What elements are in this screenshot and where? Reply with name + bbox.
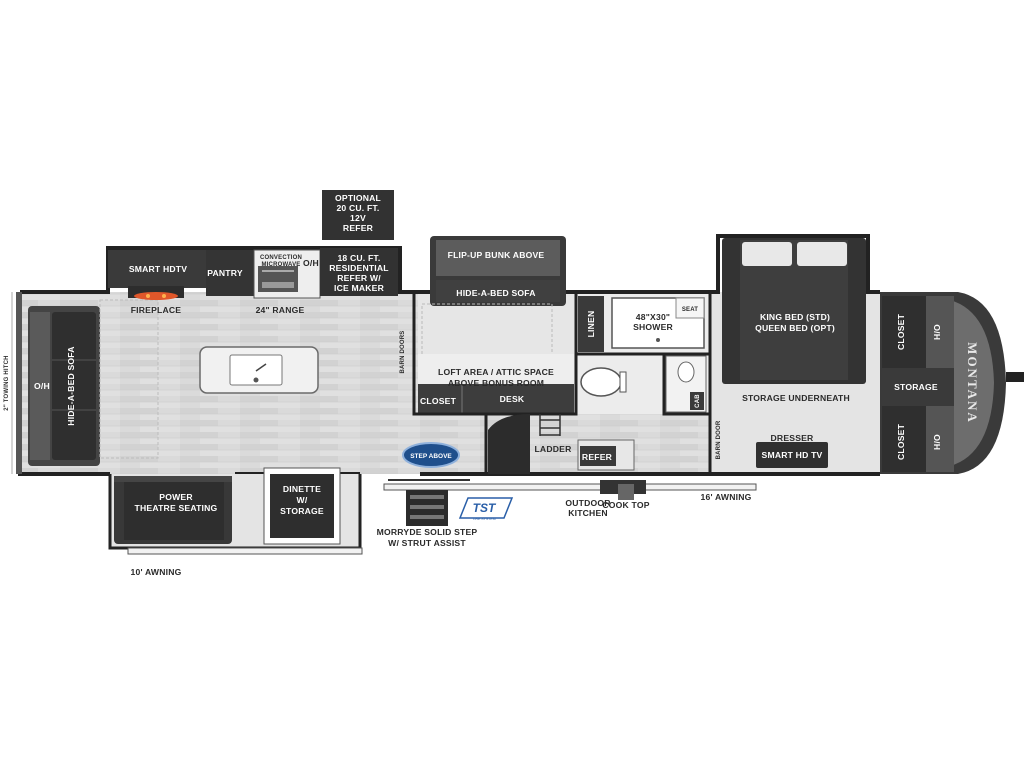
step-above-logo: STEP ABOVE — [402, 442, 460, 468]
shower-size-label: 48"X30" — [636, 312, 670, 322]
bed-opt-label: QUEEN BED (OPT) — [755, 323, 835, 333]
loft-line1: LOFT AREA / ATTIC SPACE — [438, 367, 554, 377]
optional-refer-line1: OPTIONAL — [335, 193, 381, 203]
refer-outdoor-unit — [577, 439, 635, 471]
pantry-label: PANTRY — [207, 268, 243, 278]
convection-label: CONVECTION — [260, 255, 302, 261]
entry-step — [388, 479, 470, 526]
dinette-line2: W/ — [297, 495, 308, 505]
loft-desk — [418, 354, 574, 414]
theatre-slide — [108, 467, 362, 550]
cooktop-label: COOK TOP — [602, 500, 649, 510]
brand-label: MONTANA — [965, 342, 980, 424]
optional-refer-line3: 12V — [350, 213, 366, 223]
tst-logo: TST TIRE SYSTEM — [458, 497, 514, 521]
front-storage — [882, 296, 954, 472]
wheel-well — [488, 414, 530, 474]
toilet — [580, 367, 627, 397]
optional-refer-line4: REFER — [343, 223, 374, 233]
outdoor-kitchen-unit — [600, 480, 646, 500]
theatre-line1: POWER — [159, 492, 193, 502]
bed-std-label: KING BED (STD) — [760, 312, 830, 322]
oh-kitchen-label: O/H — [303, 258, 319, 268]
interior-walls — [412, 292, 712, 474]
storage-front-label: STORAGE — [894, 382, 938, 392]
optional-refer-line2: 20 CU. FT. — [336, 203, 379, 213]
dresser-unit — [756, 442, 828, 468]
awning-16-label: 16' AWNING — [701, 492, 752, 502]
refer-cabinet — [320, 190, 398, 296]
dresser-label: DRESSER — [771, 433, 815, 443]
res-refer-line3: REFER W/ — [337, 273, 381, 283]
res-refer-line4: ICE MAKER — [334, 283, 385, 293]
closet-bottom-label: CLOSET — [896, 423, 906, 460]
range-label: 24" RANGE — [256, 305, 305, 315]
microwave-label: MICROWAVE — [261, 262, 300, 268]
awning-10-label: 10' AWNING — [131, 567, 182, 577]
storage-underneath-label: STORAGE UNDERNEATH — [742, 393, 850, 403]
tv-cabinet — [108, 250, 206, 300]
step-above-text: STEP ABOVE — [410, 453, 452, 460]
hide-a-bed-sofa-front — [28, 306, 100, 466]
bunk-room — [421, 236, 566, 385]
shower — [611, 297, 705, 349]
seat-label: SEAT — [682, 307, 698, 313]
fireplace-label: FIREPLACE — [131, 305, 182, 315]
barn-doors-label: BARN DOORS — [400, 330, 406, 373]
range-area — [253, 249, 321, 299]
linen-closet — [578, 296, 604, 352]
awning-10-line — [127, 547, 363, 555]
vanity — [665, 355, 707, 413]
tst-logo-text: TST — [473, 501, 497, 515]
shower-label: SHOWER — [633, 322, 673, 332]
outdoor-kitchen-line2: KITCHEN — [568, 508, 608, 518]
step-line1: MORRYDE SOLID STEP — [377, 527, 478, 537]
ho-top-label: H/O — [932, 324, 942, 340]
hide-sofa-front-label: HIDE-A-BED SOFA — [66, 346, 76, 425]
res-refer-line1: 18 CU. FT. — [337, 253, 380, 263]
flip-bunk-label: FLIP-UP BUNK ABOVE — [448, 250, 545, 260]
living-rug-outline — [99, 299, 159, 459]
oh-front-label: O/H — [34, 381, 50, 391]
tst-logo-sub: TIRE SYSTEM — [472, 517, 495, 521]
ho-bottom-label: H/O — [932, 434, 942, 450]
linen-label: LINEN — [586, 311, 596, 338]
dinette-line3: STORAGE — [280, 506, 324, 516]
ladder — [539, 414, 561, 436]
step-line2: W/ STRUT ASSIST — [388, 538, 466, 548]
smart-hdtv-label: SMART HDTV — [129, 264, 187, 274]
closet-bonus-label: CLOSET — [420, 396, 457, 406]
kitchen-island — [199, 346, 319, 394]
dinette-line1: DINETTE — [283, 484, 321, 494]
desk-label: DESK — [500, 394, 525, 404]
outdoor-kitchen-line1: OUTDOOR — [565, 498, 611, 508]
smart-hd-tv-label: SMART HD TV — [762, 450, 823, 460]
barn-door-label: BARN DOOR — [716, 420, 722, 459]
theatre-line2: THEATRE SEATING — [135, 503, 218, 513]
towing-hitch-label: 2" TOWING HITCH — [4, 355, 10, 410]
bed — [722, 238, 866, 384]
hitch-stripe — [11, 292, 22, 474]
closet-top-label: CLOSET — [896, 313, 906, 350]
ladder-label: LADDER — [534, 444, 572, 454]
pantry-cabinet — [206, 250, 254, 296]
res-refer-line2: RESIDENTIAL — [329, 263, 389, 273]
refer-outdoor-label: REFER — [582, 452, 613, 462]
awning-16-line — [383, 483, 757, 491]
cab-label: CAB — [695, 394, 701, 408]
hide-sofa-bunk-label: HIDE-A-BED SOFA — [456, 288, 535, 298]
loft-line2: ABOVE BONUS ROOM — [448, 378, 544, 388]
